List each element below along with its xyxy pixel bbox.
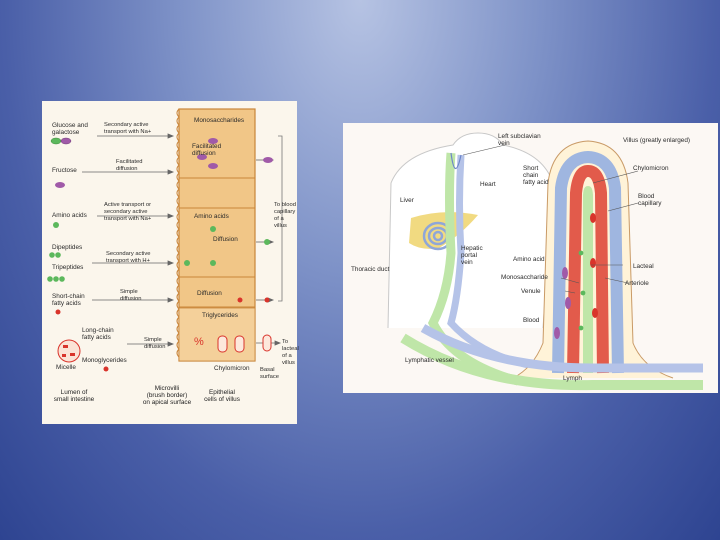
villus-drawing — [387, 132, 703, 391]
label-arteriole: Arteriole — [625, 280, 649, 287]
label-villus: Villus (greatly enlarged) — [623, 137, 691, 144]
svg-text:%: % — [194, 336, 204, 348]
triglyceride-cell — [178, 307, 256, 362]
label-amino-acid: Amino acid — [513, 256, 545, 263]
label-venule: Venule — [521, 288, 541, 295]
label-left-subclavian: Left subclavian vein — [498, 133, 541, 147]
absorption-diagram: % Glucose and galactose Fructose Amino a… — [42, 101, 299, 424]
label-amino-acids: Amino acids — [52, 212, 87, 219]
label-monosaccharides: Monosaccharides — [194, 117, 245, 124]
label-liver: Liver — [400, 197, 414, 204]
villus-molecules — [554, 213, 598, 339]
blood-capillary-artery — [567, 164, 609, 374]
label-blood: Blood — [523, 317, 540, 324]
blood-capillary-vein — [552, 150, 624, 374]
label-lymph: Lymph — [563, 375, 582, 382]
label-tripeptides: Tripeptides — [52, 264, 84, 271]
label-to-blood: To blood capillary of a villus — [274, 202, 296, 229]
label-mechanism-5: Simple diffusion — [120, 289, 142, 302]
label-mechanism-6: Simple diffusion — [144, 337, 166, 350]
label-monosaccharide: Monosaccharide — [501, 274, 548, 281]
blood-base — [420, 324, 703, 373]
label-long-chain: Long-chain fatty acids — [82, 327, 114, 341]
label-lymphatic-vessel: Lymphatic vessel — [405, 357, 454, 364]
label-lacteal: Lacteal — [633, 263, 654, 270]
label-to-lacteal: To lacteal of a villus — [282, 339, 299, 366]
label-mechanism-3: Active transport or secondary active tra… — [104, 202, 152, 222]
label-chylomicron-right: Chylomicron — [633, 165, 669, 172]
label-diffusion-1: Diffusion — [213, 236, 238, 243]
leader-lines — [462, 144, 639, 294]
label-microvilli: Microvilli (brush border) on apical surf… — [142, 385, 192, 406]
label-monoglycerides: Monoglycerides — [82, 357, 127, 364]
label-heart: Heart — [480, 181, 496, 188]
arrows — [82, 133, 282, 347]
lymph-base — [400, 333, 703, 391]
label-epithelial: Epithelial cells of villus — [204, 389, 240, 403]
label-triglycerides: Triglycerides — [202, 312, 238, 319]
label-hepatic-portal-vein: Hepatic portal vein — [461, 245, 483, 266]
label-lumen: Lumen of small intestine — [53, 389, 95, 403]
label-dipeptides: Dipeptides — [52, 244, 83, 251]
label-mechanism-4: Secondary active transport with H+ — [106, 251, 151, 264]
label-thoracic-duct: Thoracic duct — [351, 266, 390, 273]
molecules: % — [47, 137, 273, 372]
absorption-drawing: % — [47, 108, 283, 372]
label-facilitated-diffusion: Facilitated diffusion — [192, 143, 222, 157]
microvilli-border — [176, 108, 180, 358]
torso-outline — [387, 132, 554, 329]
label-basal-surface: Basal surface — [260, 367, 280, 380]
subclavian-vein — [450, 152, 462, 170]
lacteal — [583, 186, 593, 373]
label-chylomicron: Chylomicron — [214, 365, 250, 372]
label-mechanism-1: Secondary active transport with Na+ — [104, 122, 152, 135]
label-mechanism-2: Facilitated diffusion — [116, 159, 143, 172]
label-short-chain: Short-chain fatty acids — [52, 293, 85, 307]
label-blood-capillary: Blood capillary — [638, 193, 662, 207]
label-short-chain-fatty-acid: Short chain fatty acid — [523, 165, 549, 186]
label-diffusion-2: Diffusion — [197, 290, 222, 297]
label-fructose: Fructose — [52, 167, 77, 174]
villus-diagram: Villus (greatly enlarged) Left subclavia… — [343, 123, 718, 393]
label-micelle: Micelle — [56, 364, 76, 371]
thoracic-duct-vessel — [427, 152, 520, 386]
label-cell-amino-acids: Amino acids — [194, 213, 229, 220]
capillary-bracket — [278, 135, 283, 302]
label-glucose: Glucose and galactose — [52, 122, 88, 136]
